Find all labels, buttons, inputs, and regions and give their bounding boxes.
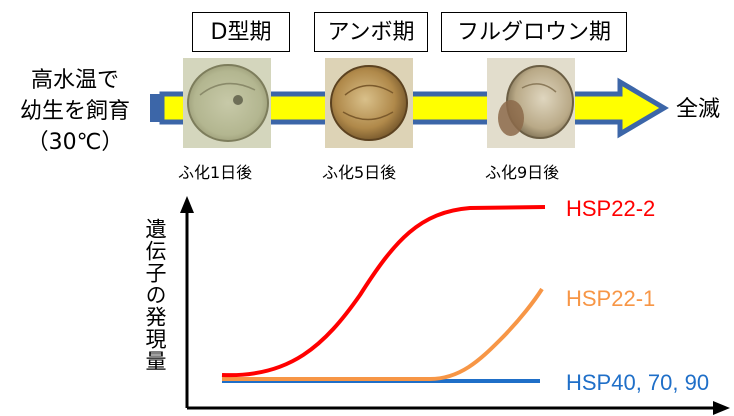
y-axis-label: 遺伝子の発現量 [143, 218, 167, 372]
outcome-label: 全滅 [676, 97, 721, 122]
condition-line-3: （30℃） [26, 130, 124, 155]
condition-line-1: 高水温で [30, 68, 119, 93]
series-line-hsp22-1 [222, 287, 544, 381]
stage-label-umbo: アンボ期 [314, 12, 428, 52]
stage-label-d: D型期 [192, 12, 290, 52]
series-label-hsp40-70-90: HSP40, 70, 90 [566, 370, 710, 395]
caption-day-9: ふ化9日後 [485, 163, 560, 182]
chart-axes [180, 196, 730, 415]
larva-photo-d [183, 58, 271, 148]
stage-label-full-grown: フルグロウン期 [441, 12, 627, 52]
condition-line-2: 幼生を飼育 [19, 99, 130, 124]
series-label-hsp22-1: HSP22-1 [566, 286, 656, 311]
larva-photo-umbo [325, 58, 413, 148]
series-label-hsp22-2: HSP22-2 [566, 196, 656, 221]
caption-day-5: ふ化5日後 [322, 163, 397, 182]
caption-day-1: ふ化1日後 [178, 163, 253, 182]
series-line-hsp22-2 [221, 205, 546, 378]
larva-photo-full-grown [487, 58, 575, 148]
